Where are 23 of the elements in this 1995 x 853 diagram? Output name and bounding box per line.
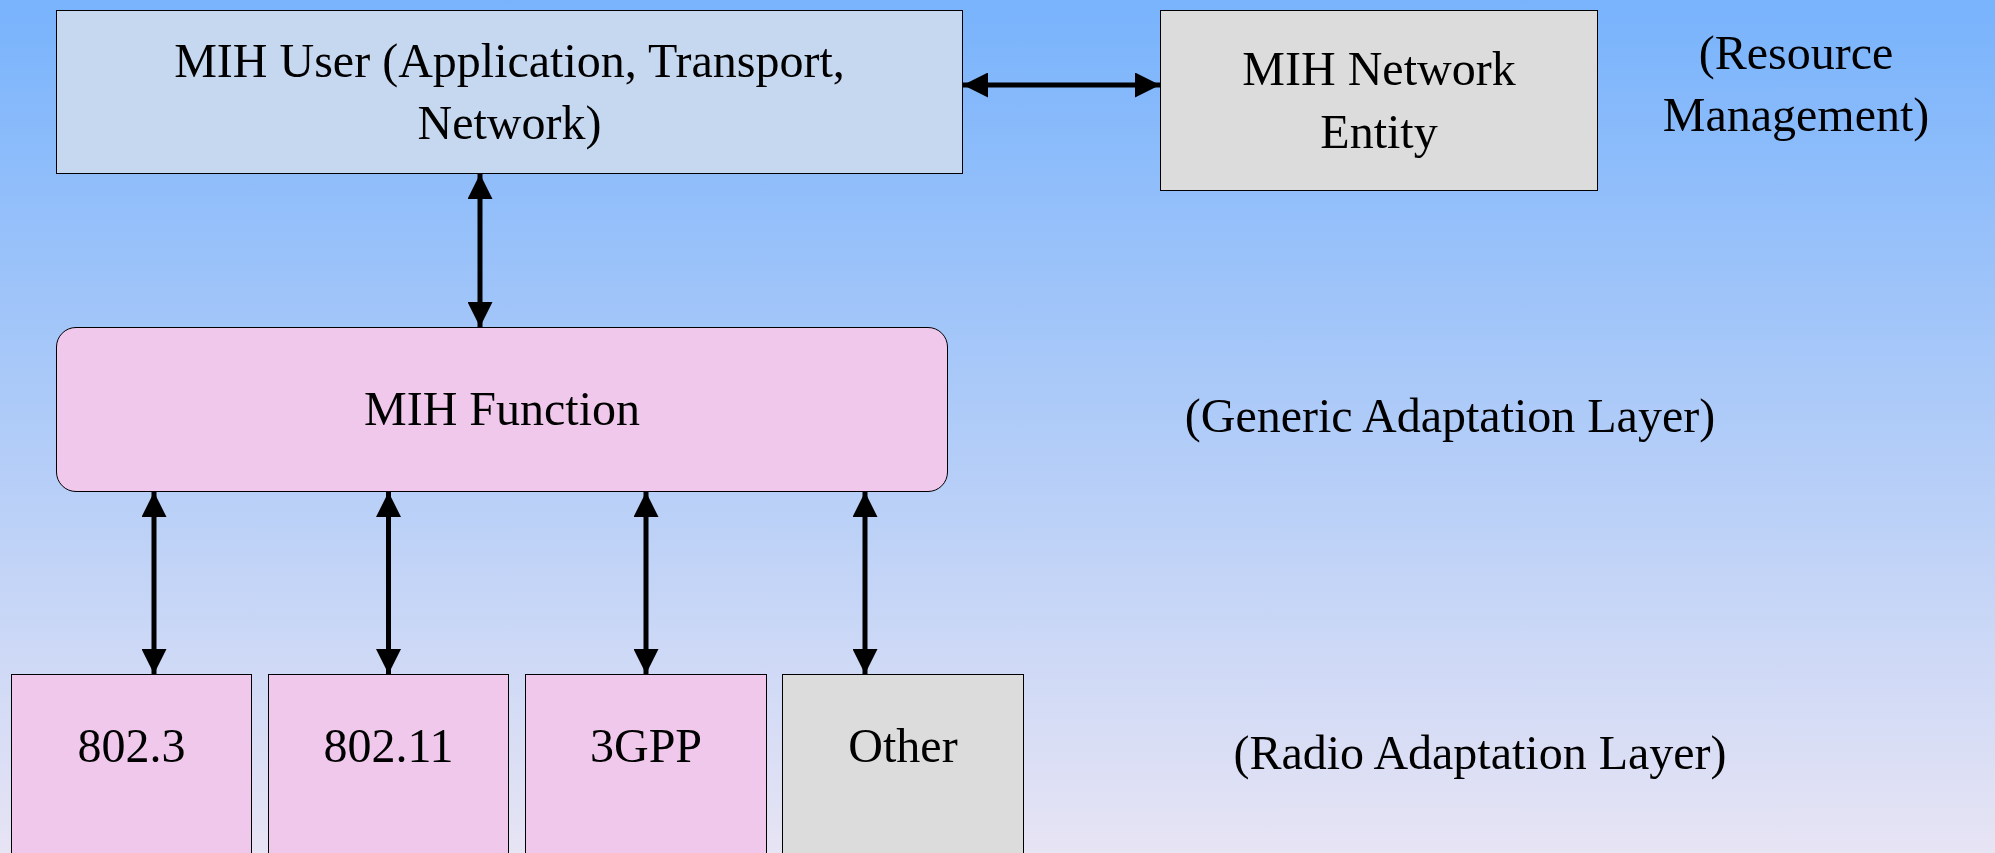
box-label: 802.11: [323, 718, 454, 774]
layer-note: (Resource Management): [1661, 25, 1931, 144]
double-arrow: [852, 492, 878, 674]
layer-box: [525, 674, 767, 853]
layer-box: [782, 674, 1024, 853]
box-label: MIH Function: [364, 381, 640, 438]
box-label: MIH User (Application, Transport, Network): [173, 32, 846, 152]
box-label: MIH Network Entity: [1241, 41, 1517, 160]
double-arrow: [633, 492, 659, 674]
double-arrow: [141, 492, 167, 674]
double-arrow: [963, 72, 1160, 98]
layer-box: [56, 10, 963, 174]
box-label: 802.3: [77, 718, 186, 774]
layer-box: [268, 674, 509, 853]
double-arrow: [467, 174, 493, 327]
layer-note: (Radio Adaptation Layer): [1232, 725, 1728, 782]
layer-note: (Generic Adaptation Layer): [1183, 388, 1717, 444]
box-label: 3GPP: [589, 718, 703, 774]
function-box: [56, 327, 948, 492]
layer-box: [11, 674, 252, 853]
layer-box: [1160, 10, 1598, 191]
box-label: Other: [848, 718, 958, 774]
double-arrow: [376, 492, 401, 674]
